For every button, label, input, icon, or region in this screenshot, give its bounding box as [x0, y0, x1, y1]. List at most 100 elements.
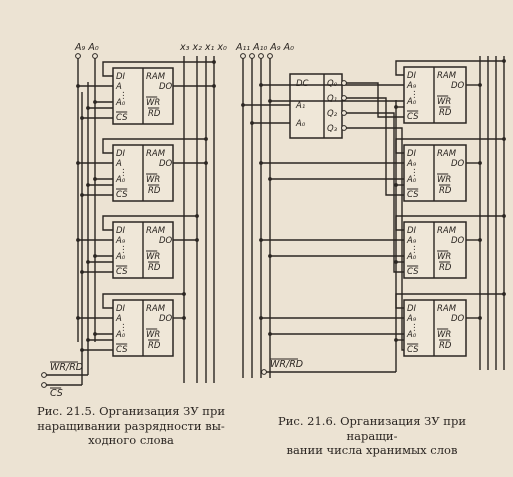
ram-pin-do: DO — [451, 159, 465, 169]
fig2-cs-link — [346, 97, 404, 196]
ram-pin-di: DI — [407, 149, 417, 159]
ram-pin-wr: WR — [437, 97, 451, 107]
junction-dot — [502, 292, 506, 296]
ram-pin-rd: RD — [148, 263, 161, 273]
terminal-circle — [341, 80, 347, 86]
ram-pin-a9: A — [115, 82, 122, 92]
fig2-cs-link — [346, 127, 404, 351]
ram-pin-dots: ⋮ — [410, 168, 419, 178]
ram-label: RAM — [146, 304, 166, 314]
ram-pin-cs: CS — [407, 267, 419, 277]
ram-pin-dots: ⋮ — [410, 245, 419, 255]
terminal-circle — [267, 53, 273, 59]
ram-pin-rd: RD — [148, 341, 161, 351]
terminal-circle — [75, 53, 81, 59]
fig2-cs-link — [346, 82, 404, 118]
ram-pin-cs: CS — [407, 190, 419, 200]
junction-dot — [502, 214, 506, 218]
fig2-wr-rd-label: WR/RD — [270, 359, 303, 370]
junction-dot — [478, 161, 482, 165]
ram-pin-wr: WR — [146, 175, 160, 185]
ram-pin-a9: A₉ — [406, 81, 417, 91]
ram-pin-a0: A₀ — [406, 330, 417, 340]
decoder-pin-q3: Q₃ — [327, 124, 338, 134]
caption-fig-21-5: Рис. 21.5. Организация ЗУ при наращивани… — [22, 404, 240, 448]
ram-pin-di: DI — [116, 226, 126, 236]
terminal-circle — [41, 372, 47, 378]
ram-pin-wr: WR — [146, 330, 160, 340]
ram-pin-rd: RD — [439, 108, 452, 118]
ram-label: RAM — [437, 71, 457, 81]
junction-dot — [195, 214, 199, 218]
junction-dot — [76, 238, 80, 242]
junction-dot — [478, 316, 482, 320]
fig1-di-link — [102, 215, 197, 231]
ram-pin-a9: A₉ — [406, 236, 417, 246]
ram-pin-di: DI — [407, 304, 417, 314]
junction-dot — [268, 177, 272, 181]
junction-dot — [182, 292, 186, 296]
ram-pin-wr: WR — [437, 175, 451, 185]
caption-fig-21-5-line-2: наращивании разрядности вы- — [37, 418, 225, 433]
ram-label: RAM — [146, 226, 166, 236]
ram-chip — [403, 221, 467, 279]
junction-dot — [259, 238, 263, 242]
ram-pin-rd: RD — [439, 263, 452, 273]
ram-label: RAM — [437, 226, 457, 236]
ram-pin-do: DO — [159, 236, 173, 246]
ram-pin-wr: WR — [146, 252, 160, 262]
ram-pin-cs: CS — [407, 345, 419, 355]
junction-dot — [204, 137, 208, 141]
ram-pin-a0: A₀ — [115, 330, 126, 340]
ram-pin-dots: ⋮ — [119, 323, 128, 333]
junction-dot — [182, 316, 186, 320]
junction-dot — [268, 332, 272, 336]
ram-pin-do: DO — [451, 81, 465, 91]
junction-dot — [93, 254, 97, 258]
ram-pin-a0: A₀ — [406, 97, 417, 107]
ram-pin-a9: A₉ — [406, 314, 417, 324]
ram-label: RAM — [146, 149, 166, 159]
fig2-cs-link — [346, 112, 404, 273]
decoder-pin-q0: Q₀ — [327, 79, 338, 89]
junction-dot — [259, 316, 263, 320]
decoder-pin-q2: Q₂ — [327, 109, 338, 119]
junction-dot — [76, 161, 80, 165]
terminal-circle — [258, 53, 264, 59]
terminal-circle — [41, 382, 47, 388]
terminal-circle — [92, 53, 98, 59]
terminal-circle — [341, 110, 347, 116]
ram-pin-do: DO — [159, 82, 173, 92]
terminal-circle — [261, 369, 267, 375]
junction-dot — [93, 100, 97, 104]
ram-label: RAM — [437, 149, 457, 159]
ram-pin-a0: A₀ — [406, 252, 417, 262]
junction-dot — [93, 177, 97, 181]
ram-pin-di: DI — [116, 149, 126, 159]
ram-pin-dots: ⋮ — [410, 323, 419, 333]
ram-pin-cs: CS — [116, 113, 128, 123]
ram-pin-a0: A₀ — [115, 98, 126, 108]
fig1-di-link — [102, 138, 206, 154]
ram-pin-dots: ⋮ — [119, 168, 128, 178]
junction-dot — [259, 161, 263, 165]
decoder-label: DC — [296, 79, 309, 89]
caption-fig-21-5-line-1: Рис. 21.5. Организация ЗУ при — [37, 404, 225, 418]
ram-pin-dots: ⋮ — [410, 90, 419, 100]
ram-pin-a9: A — [115, 159, 122, 169]
junction-dot — [212, 84, 216, 88]
ram-chip — [403, 144, 467, 202]
terminal-circle — [341, 95, 347, 101]
ram-label: RAM — [146, 72, 166, 82]
ram-pin-a0: A₀ — [406, 175, 417, 185]
ram-pin-rd: RD — [439, 186, 452, 196]
ram-pin-a0: A₀ — [115, 175, 126, 185]
ram-pin-dots: ⋮ — [119, 245, 128, 255]
terminal-circle — [341, 125, 347, 131]
junction-dot — [478, 83, 482, 87]
ram-pin-wr: WR — [437, 252, 451, 262]
ram-pin-a9: A — [115, 314, 122, 324]
decoder-pin-a0: A₀ — [295, 119, 306, 129]
